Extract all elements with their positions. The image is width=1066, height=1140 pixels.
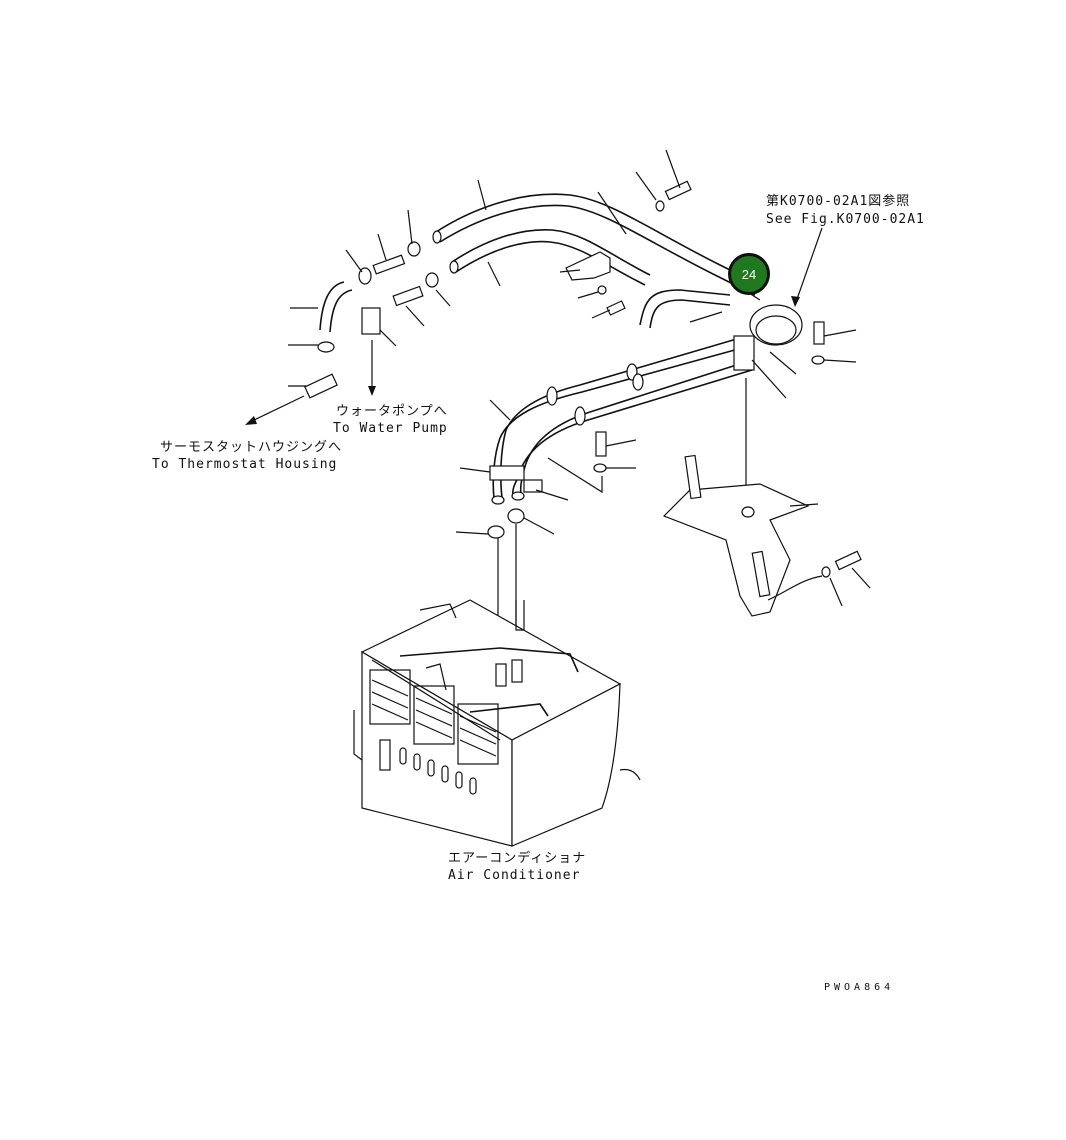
water-pump-jp-label: ウォータポンプへ: [336, 404, 448, 419]
pipe-clamp: [489, 465, 525, 481]
water-pump-en-label: To Water Pump: [333, 421, 448, 436]
valve-fitting: [392, 285, 424, 307]
pipe-end: [511, 491, 525, 501]
washer: [821, 566, 831, 578]
pipe-clamp: [733, 335, 755, 371]
washer: [593, 463, 607, 473]
pipe-end: [491, 495, 505, 505]
bracket-post: [684, 454, 702, 500]
thermostat-jp-label: サーモスタットハウジングへ: [160, 440, 343, 455]
elbow-connector: [361, 307, 381, 335]
see-fig-en-label: See Fig.K0700-02A1: [766, 212, 925, 227]
hose-clamp: [425, 272, 439, 288]
air-conditioner-unit: [353, 599, 641, 847]
bolt: [664, 180, 692, 201]
pipe-fitting: [632, 373, 644, 391]
hose-end: [432, 230, 442, 244]
fitting: [495, 663, 507, 687]
hose-clamp: [507, 508, 525, 524]
washer: [655, 200, 665, 212]
upper-hose-2: [451, 228, 651, 286]
fitting: [511, 659, 523, 683]
thermostat-en-label: To Thermostat Housing: [152, 457, 338, 472]
hose-clamp: [487, 525, 505, 539]
pipe-fitting: [574, 406, 586, 426]
hose-clamp: [317, 341, 335, 353]
part-number-callout[interactable]: 24: [728, 253, 770, 295]
nipple-fitting: [372, 254, 406, 275]
aircon-en-label: Air Conditioner: [448, 868, 581, 883]
see-fig-jp-label: 第K0700-02A1図参照: [766, 194, 911, 209]
washer: [597, 285, 607, 295]
bolt: [595, 431, 607, 457]
aircon-jp-label: エアーコンディショナ: [448, 851, 587, 866]
hose-clamp: [407, 241, 421, 257]
bolt: [606, 300, 626, 316]
middle-pipes: [492, 337, 753, 499]
bracket: [565, 251, 611, 281]
bolt: [813, 321, 825, 345]
thermostat-fitting: [304, 373, 338, 399]
bracket: [523, 479, 543, 493]
bracket-hole: [741, 506, 755, 518]
mounting-bracket: [662, 483, 810, 617]
hose-end: [449, 260, 459, 274]
washer: [811, 355, 825, 365]
pipe-fitting: [546, 386, 558, 406]
bolt: [834, 550, 862, 571]
upper-hose-1: [435, 193, 761, 296]
drawing-code: PWOA864: [824, 982, 895, 993]
